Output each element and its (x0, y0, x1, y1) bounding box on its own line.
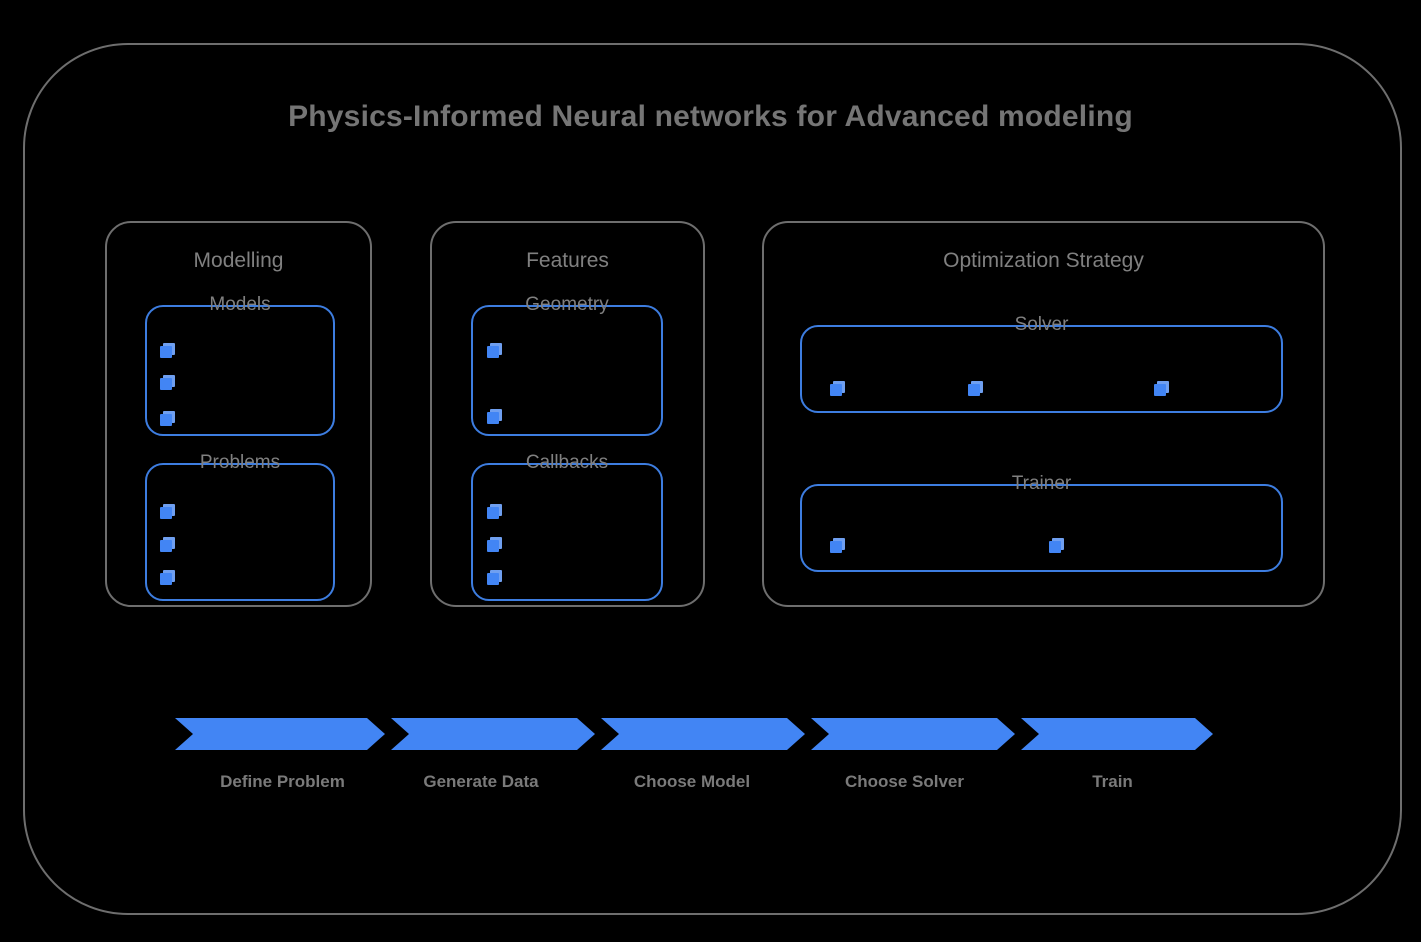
subgroup-title-geometry: Geometry (525, 294, 609, 315)
layered-square-icon (487, 537, 503, 553)
layered-square-icon (160, 411, 176, 427)
subgroup-solver[interactable]: Solver (800, 314, 1283, 413)
layered-square-front (487, 540, 499, 552)
group-features[interactable]: Features (430, 221, 705, 607)
pipeline-step-arrow-2[interactable] (391, 718, 595, 750)
layered-square-icon (160, 537, 176, 553)
layered-square-icon (487, 343, 503, 359)
pipeline-step-label-choose-solver: Choose Solver (844, 772, 965, 791)
pipeline-step-label-train: Train (1092, 772, 1133, 791)
subgroup-problems[interactable]: Problems (145, 452, 335, 601)
layered-square-icon (487, 504, 503, 520)
layered-square-front (1154, 384, 1166, 396)
layered-square-icon (160, 375, 176, 391)
layered-square-front (487, 573, 499, 585)
pipeline-step-label-choose-model: Choose Model (633, 772, 751, 791)
subgroup-trainer[interactable]: Trainer (800, 473, 1283, 572)
layered-square-front (160, 346, 172, 358)
outer-frame (23, 43, 1402, 915)
pipeline-step-arrow-5[interactable] (1021, 718, 1213, 750)
layered-square-icon (1154, 381, 1170, 397)
group-modelling[interactable]: Modelling (105, 221, 372, 607)
pipeline-arrows (175, 718, 1215, 754)
layered-square-front (160, 378, 172, 390)
layered-square-icon (160, 504, 176, 520)
pipeline-step-arrow-3[interactable] (601, 718, 805, 750)
layered-square-front (160, 507, 172, 519)
layered-square-icon (968, 381, 984, 397)
layered-square-icon (1049, 538, 1065, 554)
layered-square-front (968, 384, 980, 396)
group-title-modelling: Modelling (193, 249, 284, 272)
layered-square-icon (830, 381, 846, 397)
group-title-optimization-strategy: Optimization Strategy (943, 249, 1144, 272)
pipeline-step-arrow-1[interactable] (175, 718, 385, 750)
layered-square-front (160, 573, 172, 585)
layered-square-front (487, 412, 499, 424)
layered-square-front (487, 346, 499, 358)
subgroup-title-solver: Solver (1014, 314, 1069, 335)
layered-square-icon (160, 570, 176, 586)
subgroup-models[interactable]: Models (145, 294, 335, 436)
subgroup-title-models: Models (209, 294, 271, 315)
layered-square-front (487, 507, 499, 519)
layered-square-icon (830, 538, 846, 554)
layered-square-front (1049, 541, 1061, 553)
page-title: Physics-Informed Neural networks for Adv… (288, 100, 1133, 133)
subgroup-title-problems: Problems (199, 452, 281, 473)
subgroup-title-trainer: Trainer (1011, 473, 1072, 494)
layered-square-icon (487, 409, 503, 425)
group-optimization-strategy[interactable]: Optimization Strategy (762, 221, 1325, 607)
subgroup-geometry[interactable]: Geometry (471, 294, 663, 436)
layered-square-icon (487, 570, 503, 586)
layered-square-front (160, 414, 172, 426)
pipeline-step-arrow-4[interactable] (811, 718, 1015, 750)
layered-square-front (830, 384, 842, 396)
layered-square-front (830, 541, 842, 553)
pipeline-step-label-define-problem: Define Problem (220, 772, 345, 791)
group-title-features: Features (526, 249, 609, 272)
layered-square-icon (160, 343, 176, 359)
layered-square-front (160, 540, 172, 552)
pipeline-step-label-generate-data: Generate Data (423, 772, 539, 791)
subgroup-callbacks[interactable]: Callbacks (471, 452, 663, 601)
subgroup-title-callbacks: Callbacks (525, 452, 609, 473)
